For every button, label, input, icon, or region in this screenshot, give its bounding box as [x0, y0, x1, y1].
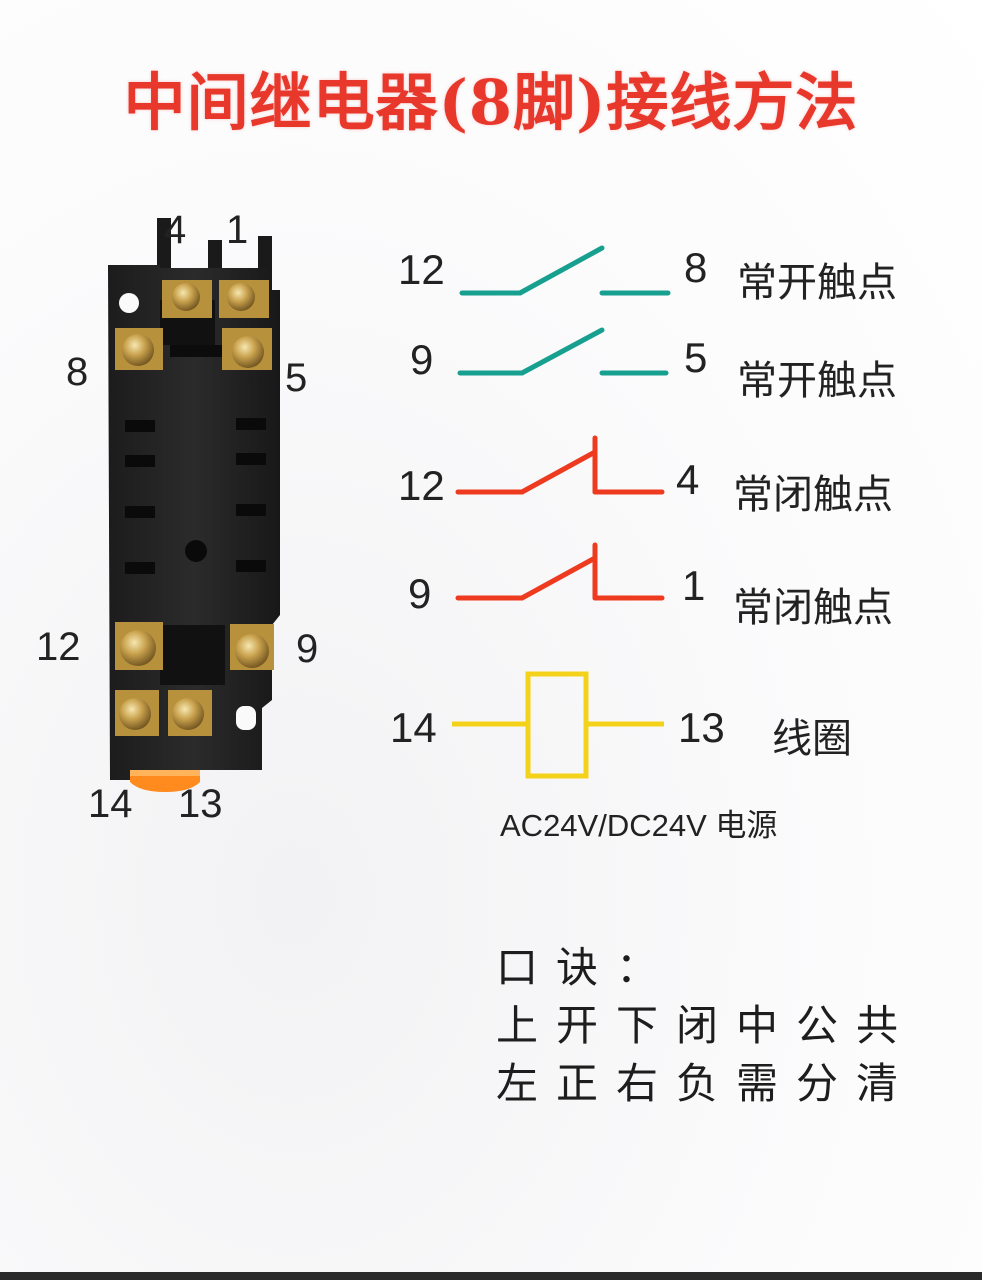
pin-label-8: 8 [66, 350, 89, 394]
coil-left-pin: 14 [390, 704, 437, 751]
contact-2-right-pin: 5 [684, 334, 708, 381]
bottom-border [0, 1272, 982, 1280]
power-supply-label: AC24V/DC24V 电源 [500, 808, 778, 843]
contact-1-right-pin: 8 [684, 244, 708, 291]
pin-label-4: 4 [164, 208, 187, 252]
contact-3-right-pin: 4 [676, 456, 700, 503]
contact-1-left-pin: 12 [398, 246, 445, 293]
page-title: 中间继电器(8脚)接线方法 [123, 66, 859, 139]
pin-label-12: 12 [36, 625, 81, 669]
contact-3-left-pin: 12 [398, 462, 445, 509]
mnemonic-heading: 口诀： [496, 943, 677, 992]
contact-symbol-4 [455, 542, 665, 601]
contact-symbol-2 [457, 327, 669, 376]
pin-label-1: 1 [226, 208, 249, 252]
contact-3-name: 常闭触点 [733, 472, 893, 518]
mnemonic-line-1: 上开下闭中公共 [496, 1001, 917, 1050]
pin-label-13: 13 [178, 782, 223, 826]
contact-4-name: 常闭触点 [733, 585, 893, 631]
contact-1-name: 常开触点 [737, 260, 897, 306]
mnemonic-line-2: 左正右负需分清 [496, 1059, 917, 1108]
pin-label-9: 9 [296, 627, 319, 671]
coil-right-pin: 13 [678, 704, 725, 751]
contact-2-left-pin: 9 [410, 336, 434, 383]
coil-name: 线圈 [772, 716, 852, 762]
contact-4-right-pin: 1 [682, 562, 706, 609]
contact-4-left-pin: 9 [408, 570, 432, 617]
contact-2-name: 常开触点 [737, 358, 897, 404]
contact-symbol-1 [459, 245, 671, 296]
pin-label-14: 14 [88, 782, 133, 826]
coil-symbol [452, 671, 664, 779]
pin-label-5: 5 [285, 356, 308, 400]
contact-symbol-3 [455, 435, 665, 495]
